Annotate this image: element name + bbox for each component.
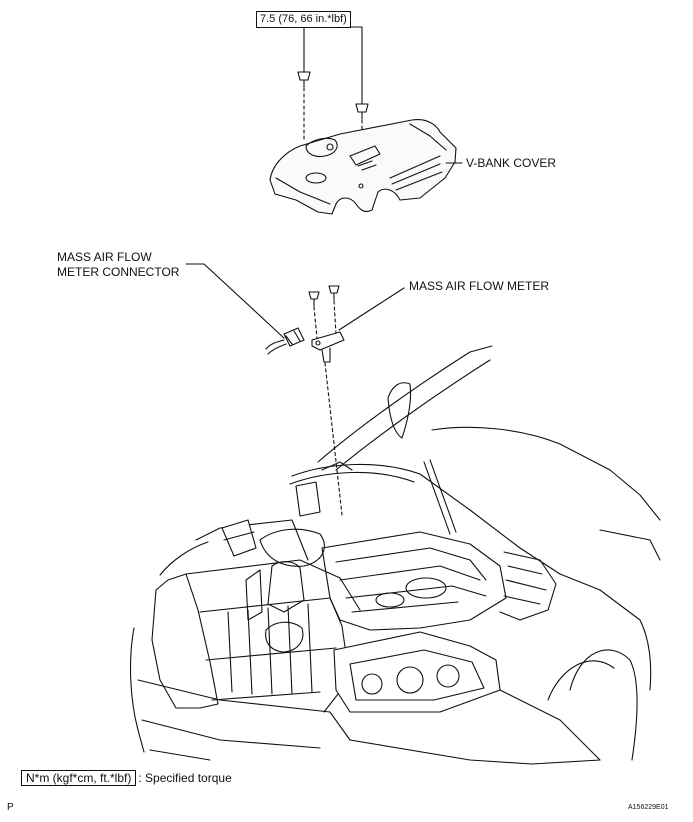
corner-mark: P	[7, 802, 14, 813]
maf-connector-icon	[265, 327, 305, 355]
torque-spec-box: 7.5 (76, 66 in.*lbf)	[256, 11, 351, 28]
maf-screw-dash-lines	[313, 300, 337, 339]
maf-connector-leader	[185, 263, 285, 339]
maf-meter-icon	[311, 331, 345, 363]
torque-legend: N*m (kgf*cm, ft.*lbf): Specified torque	[21, 770, 232, 786]
cover-bolt-right-icon	[355, 103, 369, 120]
maf-connector-label-line1: MASS AIR FLOW	[57, 250, 152, 264]
maf-meter-leader	[338, 287, 405, 331]
torque-legend-text: : Specified torque	[138, 771, 232, 785]
torque-legend-unit-box: N*m (kgf*cm, ft.*lbf)	[21, 770, 137, 786]
torque-leader-lines	[303, 26, 363, 105]
vehicle-body	[129, 345, 661, 765]
v-bank-cover	[269, 119, 457, 215]
cover-bolt-left-icon	[297, 71, 311, 88]
maf-connector-label-line2: METER CONNECTOR	[57, 265, 180, 279]
maf-screw-left-icon	[308, 291, 320, 307]
maf-screw-right-icon	[328, 285, 340, 301]
figure-code: A156229E01	[628, 804, 669, 811]
v-bank-cover-label: V-BANK COVER	[466, 156, 557, 170]
maf-install-dash-line	[324, 362, 343, 516]
maf-meter-label: MASS AIR FLOW METER	[409, 279, 550, 293]
